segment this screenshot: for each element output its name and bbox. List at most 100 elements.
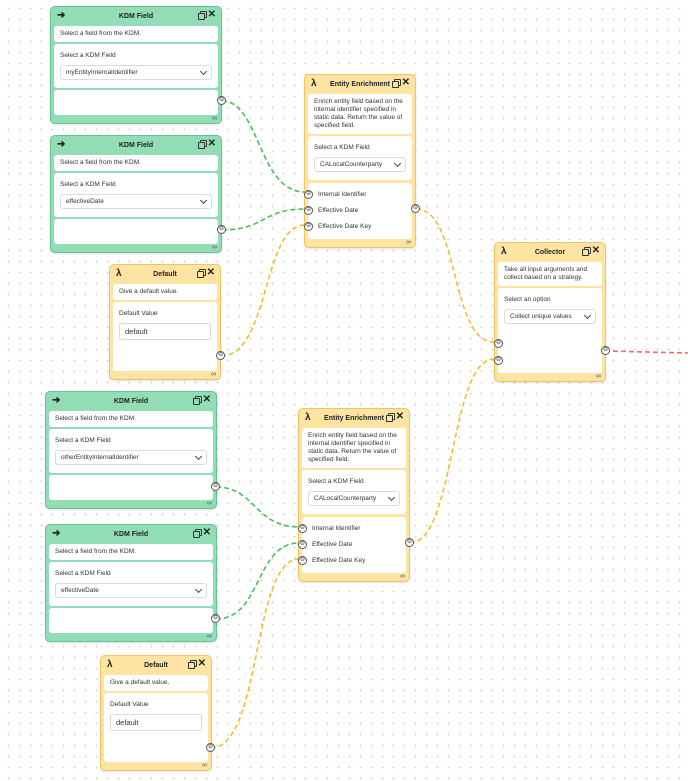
close-icon[interactable]: ✕ xyxy=(206,267,215,278)
kdm-field-node-1[interactable]: ➜ KDM Field ✕ Select a field from the KD… xyxy=(50,6,222,124)
copy-icon[interactable] xyxy=(188,660,197,669)
select-section: Select a KDM Field CALocalCounterparty xyxy=(308,136,412,180)
collector-node[interactable]: λ Collector ✕ Take all input arguments a… xyxy=(494,242,606,382)
output-area xyxy=(49,475,213,500)
default-value-section: Default Value default xyxy=(113,302,217,348)
select-value: otherEntityInternalIdentifier xyxy=(61,454,139,461)
kdm-field-node-4[interactable]: ➜ KDM Field ✕ Select a field from the KD… xyxy=(45,524,217,642)
default-value-input[interactable]: default xyxy=(119,323,211,340)
output-port[interactable]: ⊖ xyxy=(211,614,220,623)
node-header[interactable]: ➜ KDM Field ✕ xyxy=(51,136,221,155)
node-header[interactable]: λ Default ✕ xyxy=(101,656,211,675)
output-area xyxy=(113,345,217,371)
output-port[interactable]: ⊖ xyxy=(206,743,215,752)
chevron-down-icon xyxy=(387,493,396,501)
output-port[interactable]: ⊖ xyxy=(217,225,226,234)
input-port[interactable]: ⊖ xyxy=(494,355,503,365)
edge-collector-output xyxy=(604,350,688,354)
output-area xyxy=(104,736,208,762)
copy-icon[interactable] xyxy=(193,529,202,538)
lambda-icon: λ xyxy=(305,412,311,423)
copy-icon[interactable] xyxy=(198,140,207,149)
input-port[interactable]: ⊖ xyxy=(298,555,307,565)
link-icon: ∞ xyxy=(400,573,405,580)
node-title: Entity Enrichment xyxy=(324,415,384,422)
chevron-down-icon xyxy=(393,159,402,167)
edge-kdm3-to-enrich2-identifier xyxy=(215,486,300,528)
kdm-field-select[interactable]: otherEntityInternalIdentifier xyxy=(55,450,207,465)
select-value: CALocalCounterparty xyxy=(314,495,377,502)
node-header[interactable]: λ Default ✕ xyxy=(110,265,220,284)
node-description: Enrich entity field based on the interna… xyxy=(302,428,406,468)
output-port[interactable]: ⊖ xyxy=(405,538,414,547)
copy-icon[interactable] xyxy=(198,11,207,20)
output-port[interactable]: ⊖ xyxy=(411,204,420,213)
copy-icon[interactable] xyxy=(197,269,206,278)
input-port[interactable]: ⊖ xyxy=(304,205,313,215)
kdm-field-select[interactable]: CALocalCounterparty xyxy=(314,157,406,172)
copy-icon[interactable] xyxy=(582,247,591,256)
lambda-icon: λ xyxy=(311,78,317,89)
output-port[interactable]: ⊖ xyxy=(211,482,220,491)
copy-icon[interactable] xyxy=(193,396,202,405)
input-port[interactable]: ⊖ xyxy=(304,189,313,199)
output-port[interactable]: ⊖ xyxy=(216,351,225,360)
node-header[interactable]: λ Collector ✕ xyxy=(495,243,605,262)
chevron-down-icon xyxy=(199,67,208,75)
close-icon[interactable]: ✕ xyxy=(207,138,216,149)
node-header[interactable]: λ Entity Enrichment ✕ xyxy=(299,409,409,428)
edge-kdm1-to-enrich1-identifier xyxy=(221,100,306,193)
kdm-field-select[interactable]: effectiveDate xyxy=(55,583,207,598)
close-icon[interactable]: ✕ xyxy=(395,411,404,422)
close-icon[interactable]: ✕ xyxy=(401,77,410,88)
kdm-field-node-3[interactable]: ➜ KDM Field ✕ Select a field from the KD… xyxy=(45,391,217,509)
input-port[interactable]: ⊖ xyxy=(304,221,313,231)
close-icon[interactable]: ✕ xyxy=(197,658,206,669)
kdm-field-select[interactable]: myEntityInternalIdentifier xyxy=(60,65,212,80)
entity-enrichment-node-1[interactable]: λ Entity Enrichment ✕ Enrich entity fiel… xyxy=(304,74,416,248)
output-port[interactable]: ⊖ xyxy=(217,96,226,105)
entity-enrichment-node-2[interactable]: λ Entity Enrichment ✕ Enrich entity fiel… xyxy=(298,408,410,582)
kdm-field-select[interactable]: effectiveDate xyxy=(60,194,212,209)
node-description: Enrich entity field based on the interna… xyxy=(308,94,412,134)
node-title: KDM Field xyxy=(118,142,154,149)
output-port[interactable]: ⊖ xyxy=(601,346,610,355)
select-label: Select a KDM Field xyxy=(60,181,116,188)
arrow-icon: ➜ xyxy=(52,528,61,539)
default-value-input[interactable]: default xyxy=(110,714,202,731)
input-port[interactable]: ⊖ xyxy=(298,523,307,533)
strategy-section: Select an option Collect unique values xyxy=(498,288,602,332)
close-icon[interactable]: ✕ xyxy=(591,245,600,256)
node-header[interactable]: λ Entity Enrichment ✕ xyxy=(305,75,415,94)
close-icon[interactable]: ✕ xyxy=(202,394,211,405)
input-label: Effective Date Key xyxy=(312,556,366,564)
arrow-icon: ➜ xyxy=(57,139,66,150)
node-title: Collector xyxy=(534,249,566,256)
select-section: Select a KDM Field CALocalCounterparty xyxy=(302,470,406,514)
copy-icon[interactable] xyxy=(392,79,401,88)
select-section: Select a KDM Field effectiveDate xyxy=(54,173,218,217)
node-description: Select a field from the KDM. xyxy=(49,544,213,560)
kdm-field-node-2[interactable]: ➜ KDM Field ✕ Select a field from the KD… xyxy=(50,135,222,253)
strategy-select[interactable]: Collect unique values xyxy=(504,309,596,324)
close-icon[interactable]: ✕ xyxy=(202,527,211,538)
input-label: Internal Identifier xyxy=(312,524,361,532)
select-value: effectiveDate xyxy=(66,198,104,205)
kdm-field-select[interactable]: CALocalCounterparty xyxy=(308,491,400,506)
default-node-2[interactable]: λ Default ✕ Give a default value. Defaul… xyxy=(100,655,212,771)
link-icon: ∞ xyxy=(202,762,207,769)
input-effective-date-key: ⊖ Effective Date Key xyxy=(298,554,406,566)
node-header[interactable]: ➜ KDM Field ✕ xyxy=(46,525,216,544)
input-port[interactable]: ⊖ xyxy=(298,539,307,549)
close-icon[interactable]: ✕ xyxy=(207,9,216,20)
default-node-1[interactable]: λ Default ✕ Give a default value. Defaul… xyxy=(109,264,221,380)
node-header[interactable]: ➜ KDM Field ✕ xyxy=(46,392,216,411)
node-title: Entity Enrichment xyxy=(330,81,390,88)
select-value: myEntityInternalIdentifier xyxy=(66,69,138,76)
node-header[interactable]: ➜ KDM Field ✕ xyxy=(51,7,221,26)
edge-enrich2-to-collector xyxy=(409,358,495,544)
default-value-section: Default Value default xyxy=(104,693,208,739)
input-port[interactable]: ⊖ xyxy=(494,338,503,348)
copy-icon[interactable] xyxy=(386,413,395,422)
input-label: Effective Date Key xyxy=(318,222,372,230)
